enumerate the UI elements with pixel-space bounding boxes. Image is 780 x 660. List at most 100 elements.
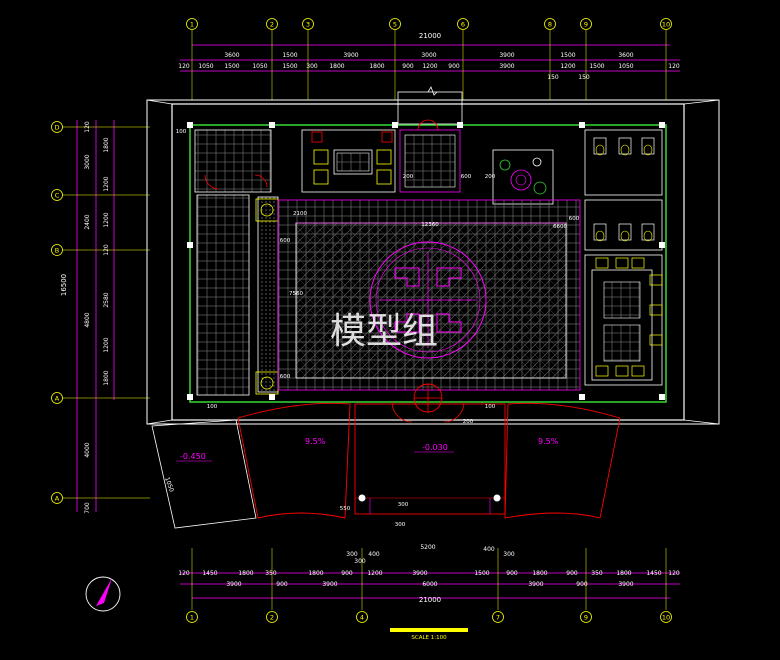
top-dim-2: 1500 [224, 63, 239, 70]
left-dim-inner: 1200 [103, 176, 110, 191]
left-grid-bubble: C [55, 191, 60, 199]
top-grid-bubble-circle [660, 18, 672, 30]
column-icon [269, 122, 275, 128]
top-dim-1: 3600 [224, 52, 239, 59]
bottom-dim-1: 120 [668, 570, 680, 577]
left-dim-inner: 1800 [103, 370, 110, 385]
room-entrance-hall [399, 119, 461, 193]
interior-dim: 550 [340, 506, 351, 512]
top-dim-2: 120 [178, 63, 190, 70]
bottom-dim-1: 1800 [616, 570, 631, 577]
chair-icon [631, 257, 645, 269]
column-icon [187, 122, 193, 128]
top-dim-1: 1500 [560, 52, 575, 59]
interior-dim: 200 [463, 419, 474, 425]
interior-dim: 200 [485, 174, 496, 180]
bottom-total-dim: 21000 [419, 596, 441, 604]
bottom-grid-bubble: 10 [662, 613, 670, 621]
bottom-grid-bubble-circle [580, 611, 592, 623]
left-grid-bubble: A [55, 494, 60, 502]
top-grid-bubble: 10 [662, 20, 670, 28]
column-icon [457, 122, 463, 128]
chair-icon [649, 304, 663, 316]
room-left-corridor [196, 194, 279, 396]
top-dim-1: 3000 [421, 52, 436, 59]
room-restrooms [584, 129, 663, 251]
left-dim-inner: 2580 [103, 292, 110, 307]
floor-medallion [369, 241, 487, 359]
top-grid-bubble-circle [580, 18, 592, 30]
interior-dim: 600 [280, 238, 291, 244]
ramp-dim: 1050 [163, 476, 175, 493]
entrance-dim: 300 [346, 551, 358, 558]
bottom-grid-bubble-circle [492, 611, 504, 623]
left-dim-outer: 700 [84, 502, 91, 514]
top-grid-bubble: 2 [270, 20, 274, 28]
left-dim-outer: 4000 [84, 442, 91, 457]
top-dimension-block: 21000 [180, 32, 680, 72]
bottom-dim-1: 900 [506, 570, 518, 577]
toilet-icon [641, 223, 655, 241]
column-icon [187, 394, 193, 400]
top-dim-1: 3600 [618, 52, 633, 59]
bottom-dim-1: 350 [265, 570, 277, 577]
top-dim-2: 1500 [282, 63, 297, 70]
left-dim-inner: 120 [103, 244, 110, 256]
scale-bar: SCALE 1:100 [390, 628, 468, 641]
toilet-icon [593, 137, 607, 155]
bottom-dim-1: 1800 [238, 570, 253, 577]
top-grid-bubble-circle [266, 18, 278, 30]
entrance-area [151, 383, 621, 529]
column-icon [579, 394, 585, 400]
top-grid-bubble-circle [389, 18, 401, 30]
bottom-dim-1: 1800 [532, 570, 547, 577]
room-garden-court [492, 149, 554, 205]
left-grid-bubble: A [55, 394, 60, 402]
toilet-icon [593, 223, 607, 241]
chair-icon [649, 334, 663, 346]
bottom-dim-2: 900 [576, 581, 588, 588]
chair-icon [615, 365, 629, 377]
scale-label: SCALE 1:100 [411, 635, 447, 641]
left-dim-outer: 2400 [84, 214, 91, 229]
entrance-dim: 300 [503, 551, 515, 558]
vip-chairs [595, 257, 663, 377]
interior-dim: 6600 [553, 224, 567, 230]
bottom-dim-2: 900 [276, 581, 288, 588]
top-grid-bubble-circle [302, 18, 314, 30]
top-dim-2: 300 [306, 63, 318, 70]
bottom-dim-1: 3900 [412, 570, 427, 577]
interior-dim: 200 [403, 174, 414, 180]
left-grid-bubble-circle [51, 392, 63, 404]
top-grid-bubble-circle [186, 18, 198, 30]
top-dim-1: 3900 [343, 52, 358, 59]
left-dim-outer: 4800 [84, 312, 91, 327]
column-icon [187, 242, 193, 248]
top-dim-2: 3900 [499, 63, 514, 70]
bottom-grid-bubble-circle [356, 611, 368, 623]
entrance-dim: 400 [483, 546, 495, 553]
top-dim-2: 1500 [589, 63, 604, 70]
bottom-dim-2: 3900 [528, 581, 543, 588]
bottom-dim-1: 1450 [646, 570, 661, 577]
top-grid-bubble: 3 [306, 20, 310, 28]
top-dim-2: 1800 [329, 63, 344, 70]
bottom-grid-bubble: 2 [270, 613, 274, 621]
bottom-dim-2: 6000 [422, 581, 437, 588]
top-dim-2: 1050 [618, 63, 633, 70]
entrance-dim: 300 [354, 558, 366, 565]
bottom-dim-1: 1200 [367, 570, 382, 577]
top-grid-bubble: 8 [548, 20, 552, 28]
top-grid-bubble: 9 [584, 20, 588, 28]
interior-dim: 7560 [289, 291, 303, 297]
level-label-center: -0.030 [422, 443, 448, 452]
slope-label-right: 9.5% [538, 437, 559, 446]
top-grid-bubble: 5 [393, 20, 397, 28]
bottom-dim-1: 1450 [202, 570, 217, 577]
north-arrow-icon [85, 576, 121, 612]
chair-icon [595, 257, 609, 269]
